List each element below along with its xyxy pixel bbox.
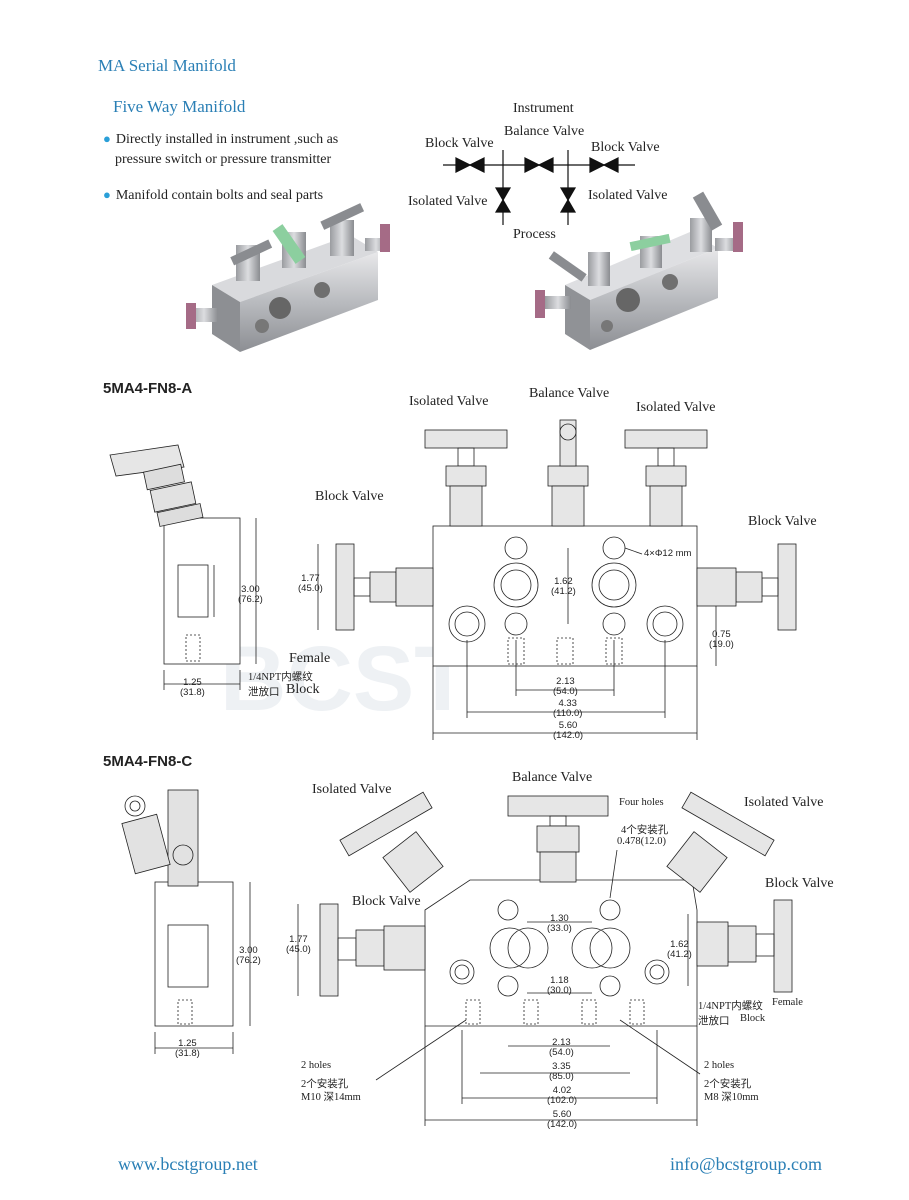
section-subtitle: Five Way Manifold <box>113 97 246 116</box>
model-a-isolated-right-label: Isolated Valve <box>636 400 716 415</box>
model-a-isolated-left-label: Isolated Valve <box>409 394 489 409</box>
schematic-block-right-label: Block Valve <box>591 140 660 155</box>
model-c-side-view <box>121 789 251 1054</box>
model-c-block-left-label: Block Valve <box>352 894 421 909</box>
model-a-dim-560: 5.60(142.0) <box>553 720 584 741</box>
model-a-female-label: Female <box>289 651 331 666</box>
model-c-front-view <box>297 791 793 1126</box>
model-a-side-width-dim: 1.25(31.8) <box>180 677 205 698</box>
model-c-balance-label: Balance Valve <box>512 770 593 785</box>
model-c-block-label: Block <box>740 1013 766 1024</box>
model-a-dim-177: 1.77(45.0) <box>298 573 323 594</box>
page-title: MA Serial Manifold <box>98 56 236 75</box>
model-a-side-height-dim: 3.00(76.2) <box>238 584 263 605</box>
model-a-dim-075: 0.75(19.0) <box>709 629 734 650</box>
model-c-two-holes-right-spec: M8 深10mm <box>704 1092 759 1103</box>
model-c-dim-177: 1.77(45.0) <box>286 934 311 955</box>
valve-schematic <box>443 150 635 225</box>
model-a-drain-label: 泄放口 <box>248 687 280 698</box>
model-c-dim-560: 5.60(142.0) <box>547 1109 578 1130</box>
model-c-dim-162: 1.62(41.2) <box>667 939 692 960</box>
model-a-block-label: Block <box>286 682 320 697</box>
model-c-isolated-right-label: Isolated Valve <box>744 795 824 810</box>
footer-website-link[interactable]: www.bcstgroup.net <box>118 1154 258 1174</box>
model-a-holes-dim: 4×Φ12 mm <box>644 548 692 559</box>
feature-bullet-1-cont: pressure switch or pressure transmitter <box>115 152 332 167</box>
schematic-block-left-label: Block Valve <box>425 136 494 151</box>
schematic-isolated-right-label: Isolated Valve <box>588 188 668 203</box>
model-c-four-holes-dim: 0.478(12.0) <box>617 836 666 847</box>
model-c-two-holes-right-cn: 2个安装孔 <box>704 1079 752 1090</box>
feature-bullet-2: ●Manifold contain bolts and seal parts <box>103 187 324 203</box>
watermark-logo: BCST <box>220 628 470 730</box>
schematic-isolated-left-label: Isolated Valve <box>408 194 488 209</box>
model-a-balance-label: Balance Valve <box>529 386 610 401</box>
model-a-npt-label: 1/4NPT内螺纹 <box>248 672 313 683</box>
model-a-title: 5MA4-FN8-A <box>103 380 193 397</box>
model-c-block-right-label: Block Valve <box>765 876 834 891</box>
model-c-drain-label: 泄放口 <box>698 1016 730 1027</box>
schematic-instrument-label: Instrument <box>513 101 574 116</box>
model-c-side-width-dim: 1.25(31.8) <box>175 1038 200 1059</box>
model-c-dim-118: 1.18(30.0) <box>547 975 572 996</box>
model-a-dim-213: 2.13(54.0) <box>553 676 578 697</box>
model-a-block-right-label: Block Valve <box>748 514 817 529</box>
model-c-dim-213: 2.13(54.0) <box>549 1037 574 1058</box>
model-c-side-height-dim: 3.00(76.2) <box>236 945 261 966</box>
manifold-photo-left <box>186 203 390 352</box>
model-c-dim-130: 1.30(33.0) <box>547 913 572 934</box>
model-c-four-holes-label: Four holes <box>619 797 664 808</box>
schematic-balance-label: Balance Valve <box>504 124 585 139</box>
model-c-npt-label: 1/4NPT内螺纹 <box>698 1001 763 1012</box>
model-c-dim-402: 4.02(102.0) <box>547 1085 578 1106</box>
model-c-dim-335: 3.35(85.0) <box>549 1061 574 1082</box>
feature-bullet-1: ●Directly installed in instrument ,such … <box>103 131 339 147</box>
model-c-female-label: Female <box>772 997 803 1008</box>
model-a-front-view <box>317 419 797 740</box>
model-a-dim-433: 4.33(110.0) <box>553 698 583 719</box>
model-c-two-holes-right: 2 holes <box>704 1060 735 1071</box>
model-c-four-holes-cn: 4个安装孔 <box>621 825 669 836</box>
bullet-dot-icon: ● <box>103 187 111 202</box>
model-a-dim-162: 1.62(41.2) <box>551 576 576 597</box>
model-c-two-holes-left-cn: 2个安装孔 <box>301 1079 349 1090</box>
footer-email-link[interactable]: info@bcstgroup.com <box>670 1154 823 1174</box>
model-c-two-holes-left: 2 holes <box>301 1060 332 1071</box>
model-c-title: 5MA4-FN8-C <box>103 753 193 770</box>
schematic-process-label: Process <box>513 227 556 242</box>
model-a-block-left-label: Block Valve <box>315 489 384 504</box>
bullet-dot-icon: ● <box>103 131 111 146</box>
model-a-side-view <box>109 444 257 690</box>
model-c-isolated-left-label: Isolated Valve <box>312 782 392 797</box>
manifold-photo-right <box>535 191 743 350</box>
model-c-two-holes-left-spec: M10 深14mm <box>301 1092 361 1103</box>
